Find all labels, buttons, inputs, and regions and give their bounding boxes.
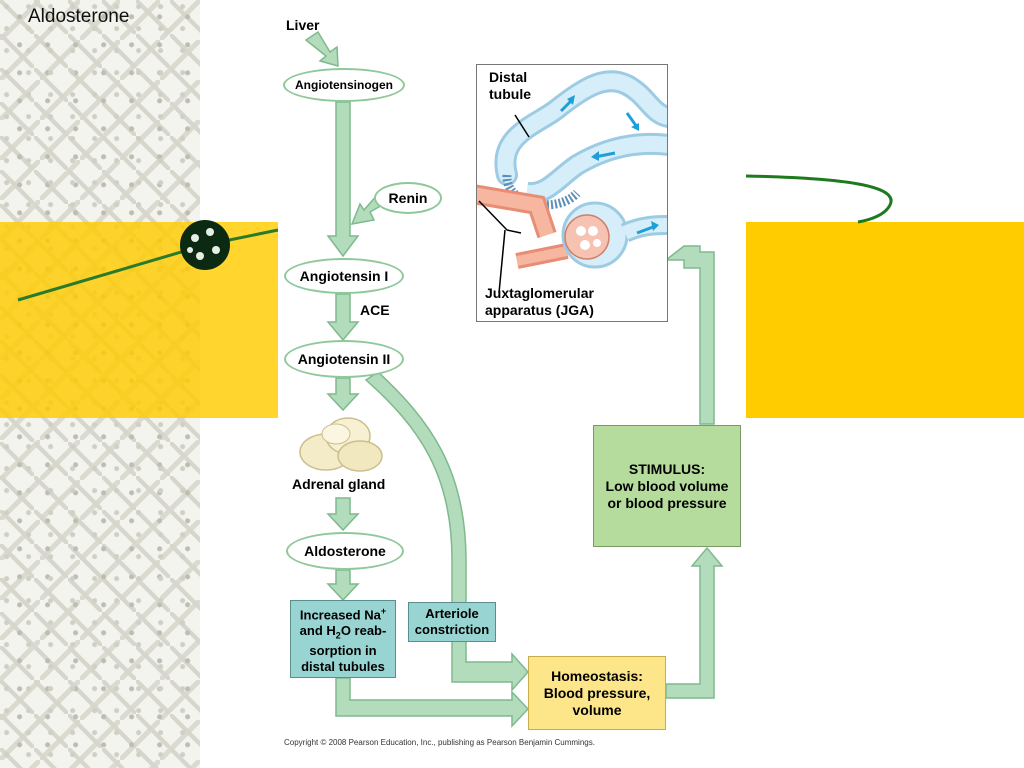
homeostasis-line1: Homeostasis: xyxy=(551,667,643,684)
angiotensinogen-label: Angiotensinogen xyxy=(295,78,393,92)
arrow-adrenal xyxy=(326,377,360,412)
arrow-na-homeostasis xyxy=(335,677,530,728)
yellow-band-right xyxy=(746,222,1024,418)
jga-label: Juxtaglomerular apparatus (JGA) xyxy=(485,285,594,319)
arrow-na xyxy=(326,569,360,602)
distal-tubule-line1: Distal xyxy=(489,69,528,85)
distal-tubule-line2: tubule xyxy=(489,86,531,102)
cell-bead-icon xyxy=(180,220,230,270)
jga-line1: Juxtaglomerular xyxy=(485,285,594,301)
adrenal-gland-icon xyxy=(299,417,383,472)
arrow-homeostasis-stimulus xyxy=(665,546,724,699)
na-line4: distal tubules xyxy=(301,659,385,675)
jga-line2: apparatus (JGA) xyxy=(485,302,594,318)
stimulus-line3: or blood pressure xyxy=(607,494,727,511)
angiotensin-2-label: Angiotensin II xyxy=(297,351,391,367)
angiotensin-1-node: Angiotensin I xyxy=(284,258,404,294)
arrow-ace xyxy=(326,293,360,342)
na-sub: 2 xyxy=(335,630,341,641)
renin-node: Renin xyxy=(374,182,442,214)
aldosterone-node: Aldosterone xyxy=(286,532,404,570)
arteriole-line2: constriction xyxy=(414,622,490,637)
arrow-angiotensinogen-down xyxy=(326,101,360,258)
arteriole-line1: Arteriole xyxy=(425,606,479,621)
na-line2b: O reab- xyxy=(340,622,387,638)
renin-label: Renin xyxy=(388,190,428,206)
stimulus-box: STIMULUS: Low blood volume or blood pres… xyxy=(593,425,741,547)
homeostasis-line2: Blood pressure, xyxy=(543,684,651,701)
slide-title: Aldosterone xyxy=(28,6,130,27)
arrow-stimulus-jga xyxy=(663,245,715,425)
na-line3: sorption in xyxy=(309,643,377,659)
copyright-text: Copyright © 2008 Pearson Education, Inc.… xyxy=(284,738,595,747)
aldosterone-label: Aldosterone xyxy=(304,543,386,559)
increased-na-box: Increased Na+ and H2O reab- sorption in … xyxy=(290,600,396,678)
liver-label: Liver xyxy=(286,17,320,33)
arteriole-box: Arteriole constriction xyxy=(408,602,496,642)
nephron-illustration xyxy=(465,70,680,294)
homeostasis-box: Homeostasis: Blood pressure, volume xyxy=(528,656,666,730)
angiotensin-2-node: Angiotensin II xyxy=(284,340,404,378)
arrow-aldosterone xyxy=(326,497,360,532)
na-sup: + xyxy=(380,605,387,616)
na-line2a: and H xyxy=(299,622,336,638)
angiotensin-1-label: Angiotensin I xyxy=(299,268,389,284)
na-line1: Increased Na xyxy=(299,606,381,622)
nephron-inset: Distal tubule Juxtaglomerular apparatus … xyxy=(465,64,680,322)
adrenal-gland-label: Adrenal gland xyxy=(292,476,386,492)
arrow-liver xyxy=(304,30,339,68)
distal-tubule-label: Distal tubule xyxy=(489,69,531,103)
homeostasis-line3: volume xyxy=(572,701,622,718)
arrow-angiotensin2-curve xyxy=(364,371,530,692)
ace-label: ACE xyxy=(360,302,390,318)
stimulus-line1: STIMULUS: xyxy=(628,460,706,477)
stimulus-line2: Low blood volume xyxy=(605,477,729,494)
yellow-band-left xyxy=(0,222,278,418)
angiotensinogen-node: Angiotensinogen xyxy=(283,68,405,102)
